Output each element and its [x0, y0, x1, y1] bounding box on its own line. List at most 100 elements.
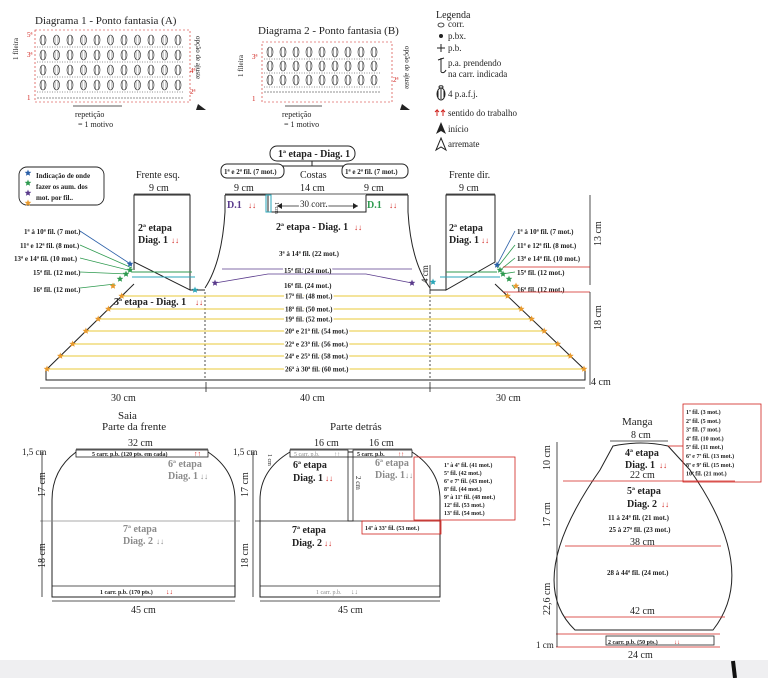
cluster-icon [279, 74, 287, 86]
row-label: 14ª à 33ª fil. (53 mot.) [365, 525, 419, 532]
diag-label: Diag. 2 [292, 538, 322, 549]
width-label: 42 cm [630, 606, 655, 617]
diagram-1-repeat: repetição [75, 110, 104, 119]
svg-text:30 corr.: 30 corr. [300, 199, 328, 209]
cluster-icon [53, 49, 60, 61]
star-icon [429, 278, 437, 285]
cluster-icon [39, 79, 47, 91]
height-label: 1,5 cm [22, 447, 47, 457]
manga-row-labels: 1ª fil. (3 mot.)2ª fil. (5 mot.)3ª fil. … [686, 409, 734, 478]
height-label: 18 cm [37, 543, 48, 568]
diagram-2: Diagrama 2 - Ponto fantasia (B) 1 fileir… [237, 25, 411, 129]
svg-text:↓↓: ↓↓ [351, 588, 358, 596]
manga-title: Manga [622, 416, 653, 428]
width-label: 9 cm [459, 183, 479, 194]
cluster-icon [147, 34, 155, 46]
row-mark: 1 [27, 94, 31, 102]
width-label: 32 cm [128, 438, 153, 449]
legend-label: corr. [448, 19, 464, 29]
diag-label: Diag. 1 [138, 235, 168, 246]
cluster-icon [370, 74, 378, 86]
row-label: 20ª e 21ª fil. (54 mot.) [285, 328, 349, 336]
height-label: 17 cm [37, 472, 48, 497]
row-label: 5ª fil. (11 mot.) [686, 444, 723, 451]
cluster-icon [107, 49, 114, 61]
diagram-2-side-label: opção de ajuste [403, 46, 411, 89]
star-icon [191, 286, 199, 293]
cluster-icon [161, 64, 168, 76]
star-icon [496, 266, 504, 273]
stars-legend: Indicação de onde fazer os aum. dos mot.… [18, 166, 105, 206]
frente-dir-label: Frente dir. [449, 170, 490, 181]
row-label: 11 à 24ª fil. (21 mot.) [608, 514, 670, 522]
height-label: 17 cm [240, 472, 251, 497]
diag-label: Diag. 1 [168, 471, 198, 482]
costas-label: Costas [300, 170, 327, 181]
row-label: 26ª à 30ª fil. (60 mot.) [285, 366, 349, 374]
star-icon [82, 327, 90, 334]
stars-legend-line: fazer os aum. dos [36, 183, 88, 191]
cluster-icon [120, 79, 128, 91]
star-icon [211, 279, 219, 286]
etapa-label: 7ª etapa [123, 524, 157, 535]
etapa-label: 4ª etapa [625, 448, 659, 459]
cm-label: 1 cm [266, 454, 272, 466]
star-icon [567, 352, 574, 359]
increase-markers [43, 260, 588, 372]
etapa-label: 6ª etapa [375, 458, 409, 469]
legend: Legenda corr. p.bx. p.b. p.a. prendendo … [434, 10, 517, 152]
cluster-icon [305, 46, 313, 58]
cluster-icon [53, 34, 60, 46]
row-label: 22ª e 23ª fil. (56 mot.) [285, 341, 349, 349]
diag-label: Diag. 1 [293, 473, 323, 484]
cm-label: 2 cm [354, 476, 362, 490]
cluster-icon [147, 64, 155, 76]
svg-text:15ª fil. (24 mot.): 15ª fil. (24 mot.) [284, 267, 332, 275]
cluster-icon [161, 79, 168, 91]
oval-icon [437, 22, 445, 28]
star-icon [122, 270, 130, 277]
manga: Manga 8 cm 2 carr. p.b. (50 pts.) ↓↓ 4ª … [536, 403, 762, 661]
star-icon [517, 305, 525, 312]
row-label: 5ª fil. (42 mot.) [444, 470, 482, 477]
fil-box-right: 1ª e 2ª fil. (7 mot.) [345, 168, 398, 176]
row-label: 1ª à 4ª fil. (41 mot.) [444, 462, 492, 469]
band-label: 2 carr. p.b. (50 pts.) [608, 639, 658, 646]
row-mark: 2ª [190, 88, 196, 96]
cluster-icon [318, 74, 326, 86]
height-label: 1 cm [536, 640, 554, 650]
diag-label: Diag. 1 [449, 235, 479, 246]
side-row: 11ª e 12ª fil. (8 mot.) [20, 242, 80, 250]
cluster-icon [93, 64, 101, 76]
detras-title: Parte detrás [330, 421, 382, 433]
detras-row-labels: 1ª à 4ª fil. (41 mot.)5ª fil. (42 mot.)6… [444, 462, 495, 517]
cluster-icon [292, 46, 300, 58]
bottom-width: 30 cm [496, 393, 521, 404]
stars-legend-line: Indicação de onde [36, 172, 90, 180]
cluster-icon [370, 46, 378, 58]
star-icon [57, 352, 64, 359]
row-mark: 1 [252, 95, 256, 103]
cluster-icon [331, 46, 339, 58]
height-label: 10 cm [542, 445, 553, 470]
width-label: 16 cm [369, 438, 394, 449]
svg-text:↓↓: ↓↓ [405, 471, 413, 480]
width-label: 8 cm [631, 430, 651, 441]
cluster-icon [370, 60, 378, 72]
diagram-1: Diagrama 1 - Ponto fantasia (A) 1 fileir… [12, 15, 206, 129]
row-label: 12ª fil. (53 mot.) [444, 502, 485, 509]
row-label: 17ª fil. (48 mot.) [285, 293, 333, 301]
legend-label: p.b. [448, 43, 462, 53]
legend-label: início [448, 124, 469, 134]
side-row: 15ª fil. (12 mot.) [33, 269, 81, 277]
legend-label: sentido do trabalho [448, 108, 517, 118]
cluster-icon [357, 74, 365, 86]
legend-title: Legenda [436, 10, 471, 21]
row-label: 18ª fil. (50 mot.) [285, 306, 333, 314]
side-row: 16ª fil. (12 mot.) [33, 286, 81, 294]
row-label: 8ª fil. (44 mot.) [444, 486, 482, 493]
row-label: 10ª fil. (21 mot.) [686, 471, 727, 478]
row-mark: 2ª [393, 76, 399, 84]
legend-label: p.bx. [448, 31, 466, 41]
